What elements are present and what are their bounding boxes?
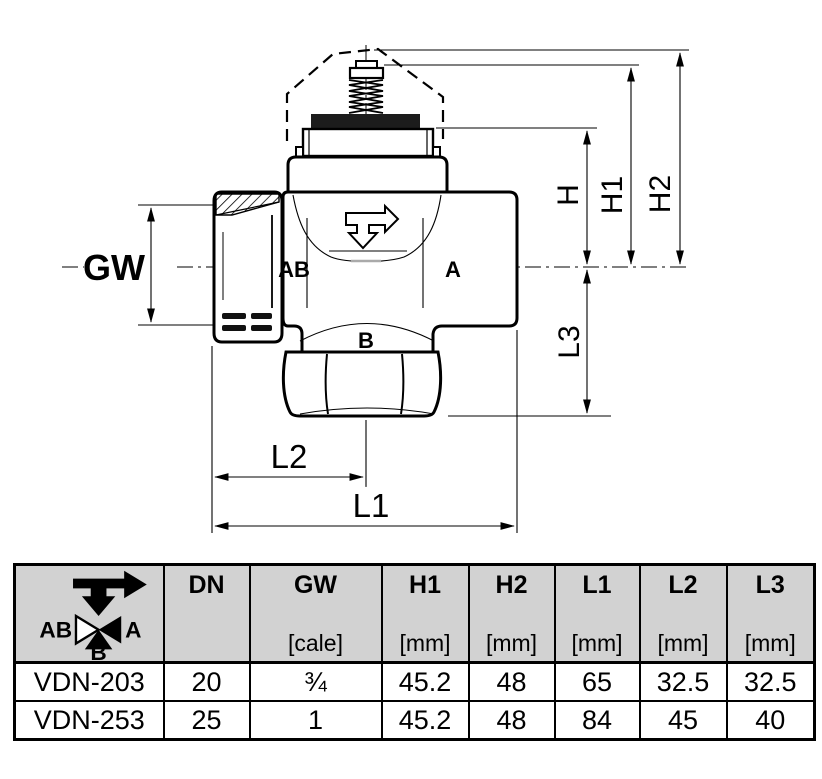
ab-port-nut [212,190,284,344]
port-ab-triangle [74,613,101,646]
three-way-valve-icon: AB A B [39,570,147,662]
table-cell: ¾ [248,661,383,702]
symbol-label-ab: AB [39,617,72,642]
col-header-gw: GW [cale] [248,563,383,664]
flow-direction-icon [345,203,400,250]
symbol-label-a: A [125,617,141,642]
table-cell: 84 [553,700,641,741]
spring [348,79,384,114]
table-cell: 20 [162,661,251,702]
dim-label-h2: H2 [644,175,677,213]
table-cell: 65 [553,661,641,702]
dim-label-gw: GW [83,247,145,288]
table-cell: 32.5 [638,661,728,702]
table-cell: 48 [467,661,556,702]
mixing-arrow-icon [73,570,147,616]
port-b-triangle [84,629,113,649]
collar-thread-lines [308,129,428,156]
symbol-label-b: B [90,640,106,662]
port-label-b: B [358,328,374,353]
dim-label-l3: L3 [553,325,586,358]
table-cell: 40 [725,700,816,741]
table-cell: 48 [467,700,556,741]
valve-technical-drawing: AB A B GW H H1 H2 L3 L2 L1 [62,45,690,533]
col-header-h1: H1 [mm] [380,563,470,664]
col-header-l1: L1 [mm] [553,563,641,664]
valve-stem-assembly [295,60,441,158]
table-cell: 25 [162,700,251,741]
actuator-adapter-pad [311,114,420,129]
table-row-vdn-203: VDN-203 20 ¾ 45.2 48 65 32.5 32.5 [13,661,816,702]
col-header-l3: L3 [mm] [725,563,816,664]
model-cell: VDN-253 [13,700,165,741]
threaded-collar [301,127,435,158]
table-cell: 1 [248,700,383,741]
table-cell: 45.2 [380,700,470,741]
table-cell: 45 [638,700,728,741]
spec-table: AB A B DN GW [cale] H1 [mm] H2 [13,563,816,741]
nut-hatch-section [215,193,280,216]
table-cell: 45.2 [380,661,470,702]
spec-table-header-row: AB A B DN GW [cale] H1 [mm] H2 [13,563,816,664]
dimension-lines [138,49,689,533]
col-header-h2: H2 [mm] [467,563,556,664]
port-a-triangle [98,615,122,643]
table-cell: 32.5 [725,661,816,702]
model-cell: VDN-203 [13,661,165,702]
valve-bonnet [286,155,449,194]
actuator-dashed-outline [285,47,445,141]
col-header-l2: L2 [mm] [638,563,728,664]
dim-label-h: H [552,184,585,206]
dim-label-h1: H1 [596,176,629,214]
dim-label-l2: L2 [271,438,308,475]
table-row-vdn-253: VDN-253 25 1 45.2 48 84 45 40 [13,700,816,741]
col-header-dn: DN [162,563,251,664]
nut-thread-slots [222,313,272,331]
b-port-hex-nut [281,323,443,418]
dim-label-l1: L1 [353,487,390,524]
col-header-symbol: AB A B [13,563,165,664]
port-label-a: A [445,257,461,282]
stem-cap [348,66,385,80]
port-label-ab: AB [278,257,310,282]
